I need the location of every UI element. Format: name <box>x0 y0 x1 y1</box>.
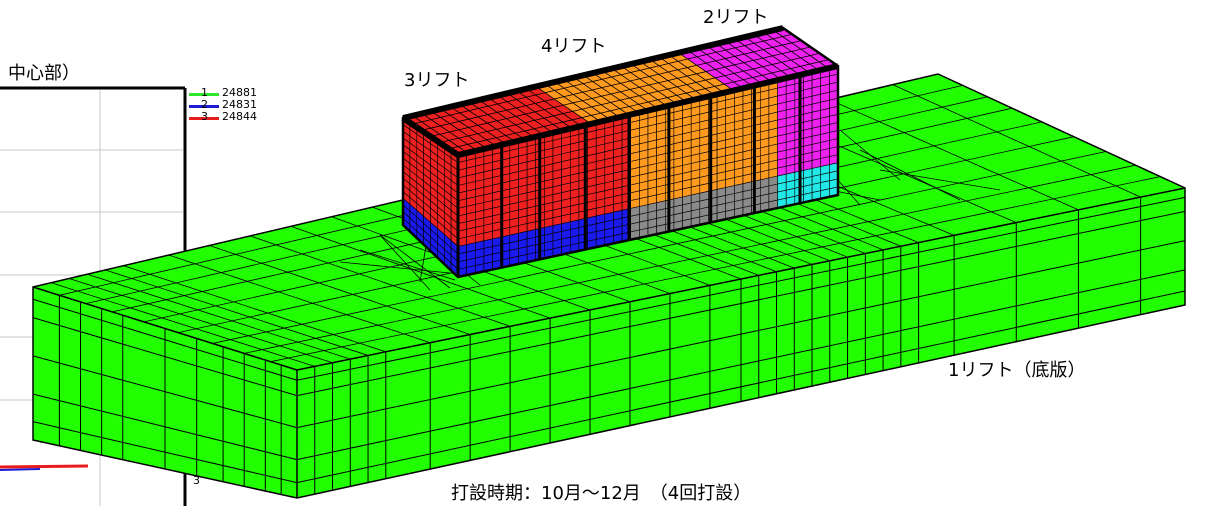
block-front-face-cells <box>457 65 839 278</box>
slab-top-depth-line <box>892 84 1141 198</box>
block-back-top-edge <box>402 25 784 121</box>
slab-triangulation-line <box>879 169 1001 191</box>
legend-number: 2 <box>201 98 208 111</box>
lift3-label: 3リフト <box>404 70 470 91</box>
slab-top-depth-line <box>829 99 1079 211</box>
block-mesh-lines <box>500 74 802 268</box>
slab-top-depth-line <box>209 245 471 335</box>
slab-top-depth-line <box>69 278 333 364</box>
slab-front-layer <box>296 210 1186 397</box>
legend-value: 24881 <box>222 86 257 99</box>
lift1-label: 1リフト（底版） <box>948 360 1086 381</box>
slab-front-layer <box>296 269 1186 461</box>
slab-top-depth-line <box>168 254 431 344</box>
legend-value: 24831 <box>222 98 257 111</box>
slab-front-layer <box>296 290 1186 484</box>
slab-triangulation-line <box>359 249 456 281</box>
chart-title-fragment: 中心部） <box>8 63 80 84</box>
legend-swatch <box>189 105 219 108</box>
chart-series-2-line <box>0 468 41 471</box>
slab-silhouette <box>32 73 1186 499</box>
legend-value: 24844 <box>222 110 257 123</box>
slab-front-layer <box>296 196 1186 381</box>
slab-top-depth-line <box>105 269 369 356</box>
slab-triangulation-line <box>379 234 451 289</box>
slab-top-depth-line <box>50 282 315 367</box>
slab-top-length-line <box>212 151 1107 344</box>
upper-wall-block <box>401 25 840 279</box>
slab-top-depth-line <box>250 235 511 327</box>
slab-top-depth-line <box>290 225 551 319</box>
slab-triangulation-line <box>379 234 431 291</box>
chart-series-3-line <box>0 464 89 469</box>
legend-swatch <box>189 93 219 96</box>
schedule-caption: 打設時期：10月～12月 （4回打設） <box>451 483 752 504</box>
block-outline <box>401 25 840 279</box>
chart-tick-label: 3 <box>193 474 200 487</box>
slab-front-layer <box>296 240 1186 429</box>
slab-triangulation-line <box>339 261 471 276</box>
lift4-label: 4リフト <box>541 36 607 57</box>
slab-top-depth-line <box>123 265 386 353</box>
legend-number: 3 <box>201 110 208 123</box>
legend-number: 1 <box>201 86 208 99</box>
slab-top-depth-line <box>87 273 351 360</box>
slab-outline <box>32 73 1186 499</box>
slab-edge <box>32 286 298 371</box>
slab-top-length-line <box>244 164 1136 354</box>
slab-top-length-line <box>270 176 1161 363</box>
slab-edge <box>296 187 1186 371</box>
block-left-face-cells <box>402 117 459 278</box>
lift2-label: 2リフト <box>703 7 769 28</box>
legend-swatch <box>189 117 219 120</box>
